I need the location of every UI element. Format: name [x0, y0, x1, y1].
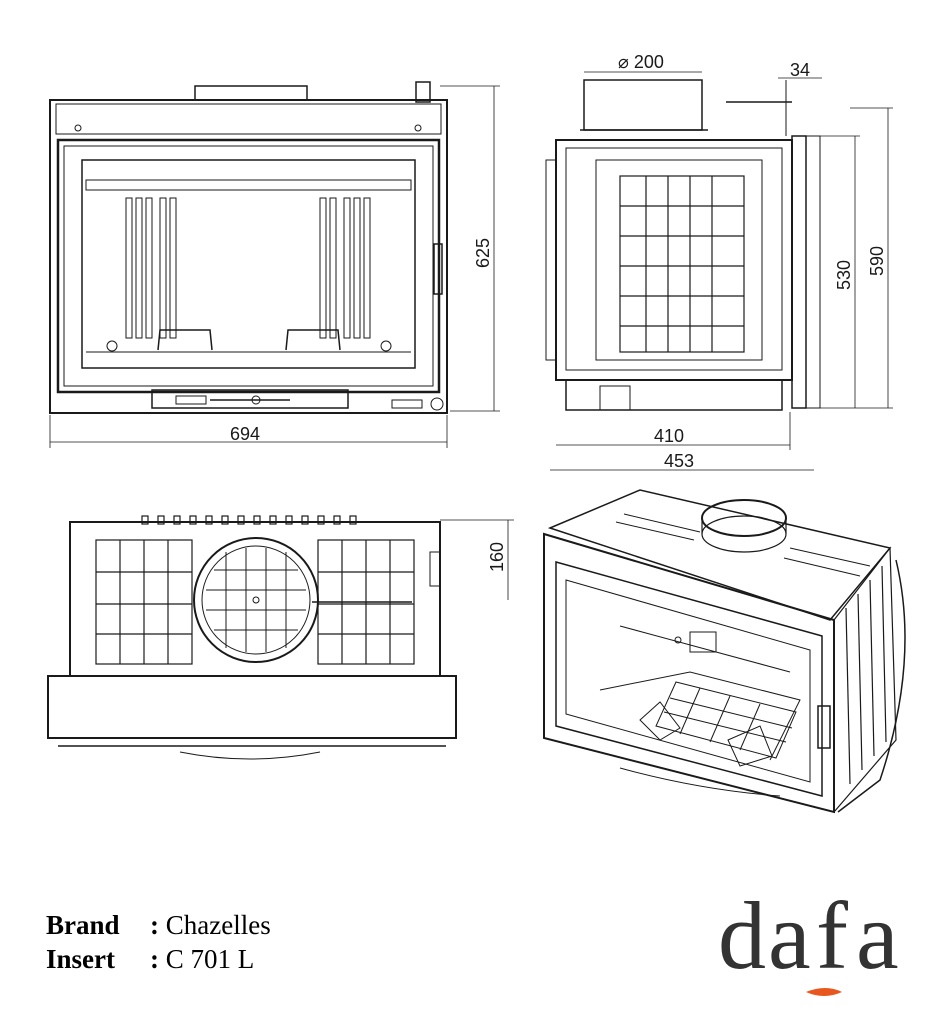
dim-side-depth-inner: 410 [556, 412, 791, 450]
dafa-logo: d a f a [718, 882, 899, 996]
brand-label: Brand [46, 910, 120, 940]
logo-letter-f: f [816, 882, 848, 989]
top-view [47, 515, 457, 760]
dim-label-front-width: 694 [230, 424, 260, 444]
side-view [545, 79, 821, 411]
dim-label-side-height-inner: 530 [834, 260, 854, 290]
dim-label-side-depth-outer: 453 [664, 451, 694, 471]
dim-label-flue-diameter: ⌀ 200 [618, 52, 664, 72]
logo-accent-swoosh [806, 988, 842, 996]
isometric-view [543, 489, 906, 814]
brand-separator: : [150, 910, 159, 940]
dim-label-top-depth: 160 [487, 542, 507, 572]
logo-letter-a1: a [768, 882, 811, 989]
insert-value: C 701 L [165, 944, 255, 974]
dim-label-side-offset: 34 [790, 60, 810, 80]
dim-flue-diameter: ⌀ 200 [584, 52, 702, 73]
dim-side-height-outer: 590 [850, 107, 893, 409]
insert-row: Insert: C 701 L [46, 942, 271, 976]
brand-value: Chazelles [165, 910, 271, 940]
dim-side-depth-outer: 453 [550, 451, 814, 471]
product-info: Brand: Chazelles Insert: C 701 L [46, 908, 271, 976]
logo-letter-a2: a [856, 882, 899, 989]
logo-letter-d: d [718, 882, 766, 989]
dim-front-width: 694 [49, 415, 448, 448]
dim-label-side-height-outer: 590 [867, 246, 887, 276]
brand-row: Brand: Chazelles [46, 908, 271, 942]
dim-label-side-depth-inner: 410 [654, 426, 684, 446]
dim-label-front-height: 625 [473, 238, 493, 268]
insert-label: Insert [46, 944, 115, 974]
insert-separator: : [150, 944, 159, 974]
dim-side-offset: 34 [778, 60, 822, 80]
front-view [49, 81, 448, 414]
dim-front-height: 625 [440, 85, 500, 412]
dim-top-depth: 160 [440, 519, 514, 600]
dim-side-height-inner: 530 [820, 135, 860, 409]
